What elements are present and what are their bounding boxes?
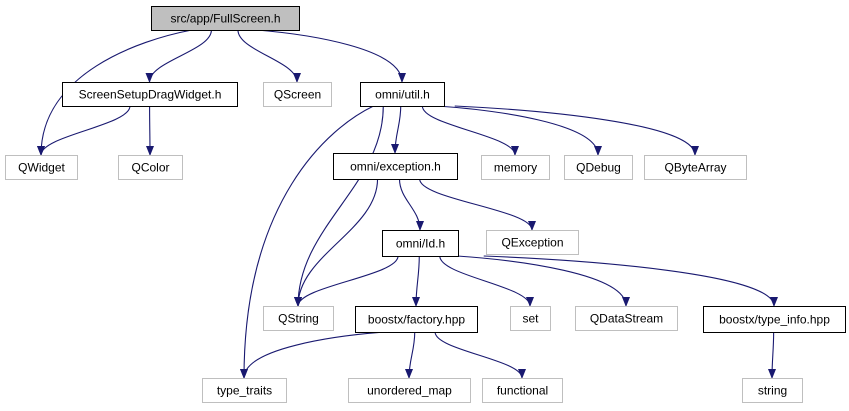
edge-omniutil-to-qdebug	[437, 105, 602, 156]
edge-omniid-to-boostfactory	[412, 255, 421, 307]
node-box-memory	[481, 155, 550, 180]
edge-omniid-to-qdatastream	[457, 255, 630, 307]
node-label-fullscreen: src/app/FullScreen.h	[170, 12, 280, 26]
node-box-qbytearray	[644, 155, 747, 180]
node-boosttypeinfo[interactable]: boostx/type_info.hpp	[703, 306, 846, 333]
node-label-set: set	[522, 312, 539, 326]
node-omniexception[interactable]: omni/exception.h	[333, 153, 458, 180]
edge-fullscreen-to-screensetup	[145, 29, 212, 83]
node-box-set	[510, 306, 551, 331]
edge-omniid-to-boosttypeinfo	[483, 255, 778, 307]
edge-omniutil-to-qbytearray	[454, 105, 699, 156]
edge-boosttypeinfo-to-string	[768, 331, 777, 379]
node-functional: functional	[482, 378, 563, 403]
edge-omniutil-to-memory	[421, 105, 519, 156]
node-box-unorderedmap	[348, 378, 471, 403]
node-label-boostfactory: boostx/factory.hpp	[368, 313, 465, 327]
node-label-omniid: omni/Id.h	[396, 237, 445, 251]
node-box-functional	[482, 378, 563, 403]
node-label-qexception: QException	[501, 236, 563, 250]
node-fullscreen[interactable]: src/app/FullScreen.h	[151, 6, 300, 31]
node-string: string	[742, 378, 803, 403]
node-box-qstring	[263, 306, 334, 331]
edge-omniid-to-set	[439, 255, 534, 307]
node-box-boostfactory	[355, 306, 478, 333]
nodes-layer: src/app/FullScreen.hScreenSetupDragWidge…	[5, 6, 846, 403]
node-label-qscreen: QScreen	[274, 88, 321, 102]
edge-omniexception-to-qexception	[419, 178, 536, 231]
edge-omniexception-to-omniid	[398, 178, 424, 231]
edge-omniutil-to-qstring	[294, 105, 384, 307]
edge-screensetup-to-qwidget	[37, 105, 131, 156]
node-label-unorderedmap: unordered_map	[367, 384, 452, 398]
node-label-omniexception: omni/exception.h	[350, 160, 441, 174]
edge-fullscreen-to-omniutil	[256, 29, 406, 83]
node-box-qwidget	[5, 155, 78, 180]
node-label-qwidget: QWidget	[18, 161, 65, 175]
edge-omniexception-to-qstring	[294, 178, 379, 307]
node-label-omniutil: omni/util.h	[375, 88, 430, 102]
node-box-qcolor	[118, 155, 183, 180]
node-box-qscreen	[263, 82, 332, 107]
node-qexception: QException	[486, 230, 579, 255]
node-label-typetraits: type_traits	[217, 384, 272, 398]
node-boostfactory[interactable]: boostx/factory.hpp	[355, 306, 478, 333]
node-box-qdatastream	[575, 306, 678, 331]
node-label-qbytearray: QByteArray	[664, 161, 726, 175]
node-qdebug: QDebug	[564, 155, 633, 180]
node-qbytearray: QByteArray	[644, 155, 747, 180]
node-box-omniexception	[333, 153, 458, 180]
node-box-screensetup	[62, 82, 238, 107]
node-box-boosttypeinfo	[703, 306, 846, 333]
node-label-qstring: QString	[278, 312, 319, 326]
node-omniid[interactable]: omni/Id.h	[382, 230, 459, 257]
node-box-fullscreen	[151, 6, 300, 31]
edge-fullscreen-to-qscreen	[237, 29, 301, 83]
node-qstring: QString	[263, 306, 334, 331]
edge-boostfactory-to-functional	[434, 331, 526, 379]
edges-layer	[37, 29, 778, 379]
node-qdatastream: QDataStream	[575, 306, 678, 331]
node-unorderedmap: unordered_map	[348, 378, 471, 403]
node-omniutil[interactable]: omni/util.h	[360, 82, 445, 107]
node-set: set	[510, 306, 551, 331]
node-qcolor: QColor	[118, 155, 183, 180]
node-typetraits: type_traits	[202, 378, 287, 403]
node-qwidget: QWidget	[5, 155, 78, 180]
edge-omniutil-to-omniexception	[391, 105, 402, 154]
node-box-string	[742, 378, 803, 403]
node-label-functional: functional	[497, 384, 548, 398]
node-memory: memory	[481, 155, 550, 180]
node-label-string: string	[758, 384, 787, 398]
node-box-omniid	[382, 230, 459, 257]
node-screensetup[interactable]: ScreenSetupDragWidget.h	[62, 82, 238, 107]
node-box-qdebug	[564, 155, 633, 180]
node-box-omniutil	[360, 82, 445, 107]
node-label-boosttypeinfo: boostx/type_info.hpp	[719, 313, 830, 327]
edge-boostfactory-to-unorderedmap	[405, 331, 416, 379]
node-label-qdebug: QDebug	[576, 161, 621, 175]
node-label-qdatastream: QDataStream	[590, 312, 663, 326]
edge-omniid-to-qstring	[294, 255, 399, 307]
edge-boostfactory-to-typetraits	[240, 331, 386, 379]
node-box-qexception	[486, 230, 579, 255]
node-label-screensetup: ScreenSetupDragWidget.h	[79, 88, 222, 102]
node-qscreen: QScreen	[263, 82, 332, 107]
node-box-typetraits	[202, 378, 287, 403]
node-label-qcolor: QColor	[131, 161, 169, 175]
node-label-memory: memory	[494, 161, 537, 175]
edge-omniutil-to-typetraits	[240, 105, 374, 379]
edge-fullscreen-to-qwidget	[37, 29, 192, 156]
